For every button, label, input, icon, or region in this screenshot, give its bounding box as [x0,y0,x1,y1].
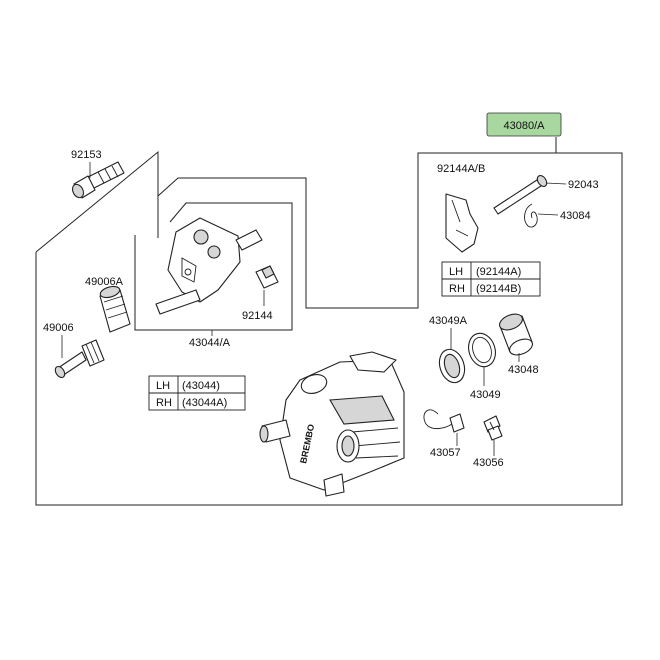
clip-92144[interactable] [255,265,279,289]
caliper-bracket-43044[interactable] [155,217,263,315]
pad-pin-92043[interactable] [493,174,549,215]
pads-row-1-side: LH [449,266,463,278]
label-43080a: 43080/A [504,120,546,132]
bolt-92153[interactable] [70,161,125,200]
caliper-body[interactable]: BREMBO [259,351,405,497]
pad-spring-92144ab[interactable] [445,193,479,253]
bracket-side-table: LH (43044) RH (43044A) [148,375,246,411]
label-92144ab: 92144A/B [437,163,485,175]
piston-43048[interactable] [497,311,534,358]
boot-49006a[interactable] [99,284,131,333]
pin-clip-43084[interactable] [524,203,538,228]
label-92043: 92043 [568,179,599,191]
bleeder-cap-43057[interactable] [423,409,465,433]
pads-row-1-part: (92144A) [476,266,521,278]
pads-side-table: LH (92144A) RH (92144B) [441,261,541,297]
piston-seal-43049[interactable] [464,330,499,370]
label-49006: 49006 [43,322,74,334]
pin-49006[interactable] [53,339,105,379]
bracket-row-1-part: (43044) [182,380,220,392]
label-43044a: 43044/A [189,337,231,349]
label-92144: 92144 [242,310,273,322]
bracket-frame [134,202,293,331]
label-43048: 43048 [508,364,539,376]
bracket-row-2-part: (43044A) [182,397,227,409]
bracket-row-2-side: RH [156,397,172,409]
dust-seal-43049a[interactable] [435,346,468,386]
label-43049a: 43049A [429,315,468,327]
pads-row-2-side: RH [449,283,465,295]
leader-92043 [545,182,567,185]
pads-row-2-part: (92144B) [476,283,521,295]
highlight-box [486,112,562,137]
label-43084: 43084 [560,210,591,222]
bracket-row-1-side: LH [156,380,170,392]
label-43057: 43057 [430,447,461,459]
bleed-valve-43056[interactable] [483,415,503,441]
label-43056: 43056 [473,457,504,469]
label-92153: 92153 [71,149,102,161]
leader-43084 [537,213,559,216]
label-43049: 43049 [470,389,501,401]
assembly-label-43080a[interactable]: 43080/A [486,112,562,137]
assembly-frame [35,137,623,506]
label-49006a: 49006A [85,276,124,288]
